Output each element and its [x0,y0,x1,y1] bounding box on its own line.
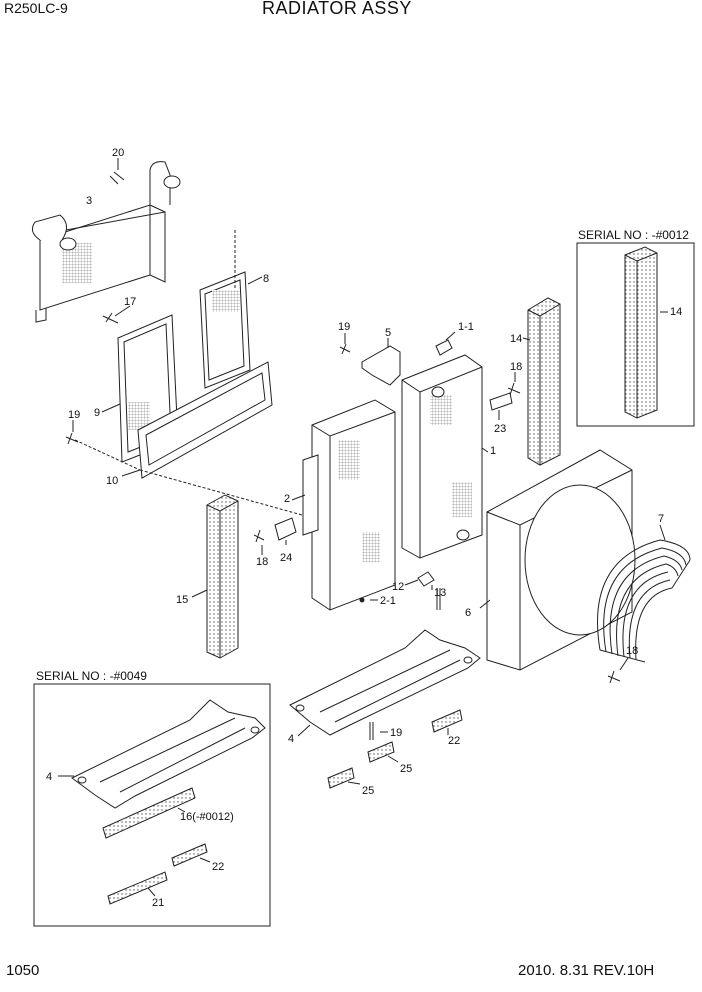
revision-date: 2010. 8.31 REV.10H [518,962,655,979]
bolt-18-lower [253,529,265,543]
serial-note-right: SERIAL NO : -#0012 [578,228,689,242]
callout-16: 16(-#0012) [180,811,234,823]
part-seal-14 [527,297,561,466]
callout-25-lower: 25 [362,785,374,797]
part-fan-shroud-6 [486,449,636,671]
model-label: R250LC-9 [4,0,68,16]
bolt-18-bottom [607,670,621,684]
callout-23: 23 [494,423,506,435]
callout-10: 10 [106,475,118,487]
callout-18-bottom: 18 [626,645,638,657]
part-pad-22-inset [171,843,208,867]
part-pad-21 [107,871,168,905]
callout-14-inset: 14 [670,306,682,318]
callout-22-inset: 22 [212,861,224,873]
callout-4-inset: 4 [46,771,52,783]
part-plate-23 [489,392,513,411]
bolt-19-middle [339,343,351,355]
callout-15: 15 [176,594,188,606]
callout-6: 6 [465,607,471,619]
part-plate-24 [274,517,297,541]
callout-12: 12 [392,581,404,593]
bolt-19-base [369,722,374,740]
part-drain-cock-13 [417,571,435,587]
callout-9: 9 [94,407,100,419]
page-title: RADIATOR ASSY [262,0,412,18]
callout-18-upper: 18 [510,361,522,373]
callout-19-base: 19 [390,727,402,739]
callout-2-1: 2-1 [380,595,396,607]
part-radiator-2 [302,399,396,611]
callout-21: 21 [152,897,164,909]
page-number: 1050 [6,962,40,979]
part-intercooler [31,161,181,323]
callout-8: 8 [263,273,269,285]
part-pad-22-main [431,709,463,733]
part-seal-15 [206,494,239,659]
part-radiator-1 [401,354,483,559]
part-base-bracket-4-inset [71,699,266,809]
serial-inset-box-right [576,242,695,427]
callout-7: 7 [658,513,664,525]
bolt-18-upper [507,382,521,396]
part-cap-1-1 [435,339,453,356]
part-hose-12 [436,588,441,610]
callout-18-lower: 18 [256,556,268,568]
part-fan-guard-7 [597,539,691,663]
bolt-17 [102,312,119,324]
part-pad-25-lower [327,767,355,789]
callout-19-left: 19 [68,409,80,421]
callout-1-1: 1-1 [458,321,474,333]
part-seal-14-inset [624,246,658,419]
serial-inset-box-left [33,683,271,927]
part-plug-2-1 [359,597,365,603]
callout-5: 5 [385,327,391,339]
part-pad-25-upper [367,741,395,763]
part-base-bracket-4-main [289,629,481,736]
callout-22-main: 22 [448,735,460,747]
callout-14: 14 [510,333,522,345]
part-pad-16 [102,787,196,839]
part-shroud-panel-8 [199,271,251,389]
callout-24: 24 [280,552,292,564]
serial-note-left: SERIAL NO : -#0049 [36,669,147,683]
part-seal-frame-10 [137,361,273,479]
callout-2: 2 [284,493,290,505]
callout-1: 1 [490,445,496,457]
callout-17: 17 [124,296,136,308]
callout-13: 13 [434,587,446,599]
part-bracket-5 [361,345,401,386]
bolt-19-left [65,432,79,445]
callout-3: 3 [86,195,92,207]
callout-4-main: 4 [288,733,294,745]
callout-19-middle: 19 [338,321,350,333]
callout-25-upper: 25 [400,763,412,775]
callout-20: 20 [112,147,124,159]
bolt-20 [109,171,125,185]
